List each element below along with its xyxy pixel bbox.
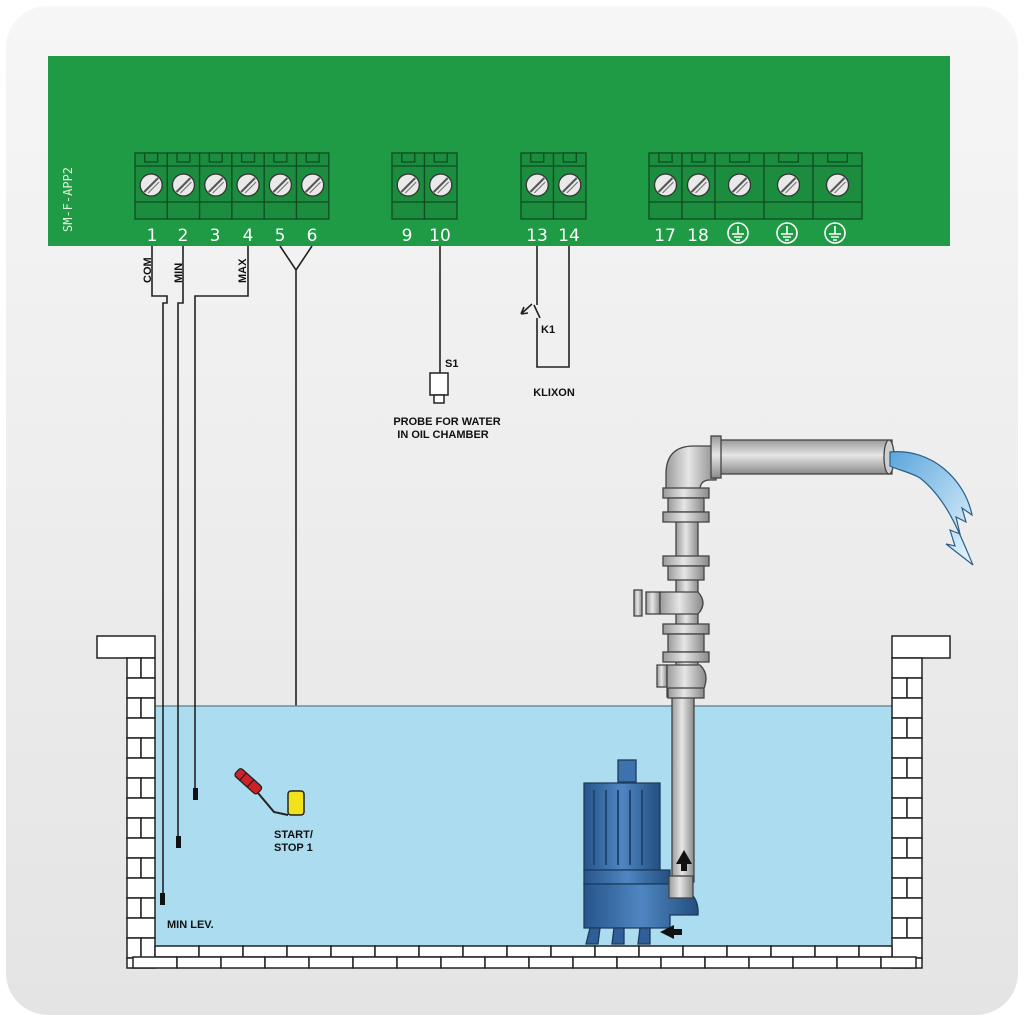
brick-walls: [96, 635, 951, 969]
screw-icon: [268, 173, 293, 197]
wire-label-max: MAX: [237, 258, 249, 283]
wire-max: [194, 246, 249, 650]
valve-handle: [633, 589, 643, 617]
terminal-block: [552, 152, 587, 220]
terminal-block: [520, 152, 555, 220]
float-body: [287, 790, 305, 816]
wire-label-com: COM: [142, 257, 154, 283]
pump-motor: [583, 782, 661, 871]
terminal-block: [263, 152, 298, 220]
screw-icon: [236, 173, 260, 197]
screw-icon: [300, 173, 325, 197]
terminal-block: [648, 152, 683, 220]
outlet-pipe: [715, 439, 893, 475]
terminal-number-13: 13: [526, 226, 548, 246]
terminal-number-9: 9: [402, 226, 413, 246]
terminal-number-10: 10: [429, 226, 451, 246]
probe-max: [193, 788, 198, 800]
terminal-number-4: 4: [243, 226, 254, 246]
terminal-block: [763, 152, 814, 220]
klixon-label: KLIXON: [533, 387, 575, 399]
flow-up-arrow-icon: [676, 850, 692, 871]
screw-icon: [558, 173, 582, 197]
terminal-block: [166, 152, 201, 220]
wiring: [151, 245, 570, 785]
terminal-number-5: 5: [275, 226, 286, 246]
wire-min: [177, 246, 184, 625]
terminal-block: [812, 152, 863, 220]
terminal-board: SM-F-APP2 1 2 3 4 5 6 9 10 13 14 17 18: [48, 56, 950, 246]
screw-icon: [139, 173, 163, 197]
terminal-number-3: 3: [210, 226, 221, 246]
ground-terminal-icons: [727, 222, 846, 244]
wire-label-min: MIN: [173, 263, 185, 283]
terminal-number-2: 2: [178, 226, 189, 246]
level-probes: [160, 612, 198, 905]
terminal-number-1: 1: [147, 226, 158, 246]
valve-body: [659, 591, 704, 615]
screw-icon: [686, 173, 711, 197]
terminal-block: [134, 152, 168, 220]
wire-klixon: [533, 246, 570, 368]
tank: [96, 635, 951, 969]
flow-in-arrow-icon: [660, 925, 682, 939]
min-level-label: MIN LEV.: [167, 919, 214, 931]
water-jet: [889, 451, 974, 566]
ground-icon: [824, 222, 846, 244]
float-switch: [234, 768, 305, 816]
klixon-arrow-icon: [520, 303, 533, 315]
valve-stem: [645, 591, 661, 615]
probe-com: [160, 893, 165, 905]
screw-icon: [525, 173, 549, 197]
ground-icon: [727, 222, 749, 244]
terminal-block: [231, 152, 265, 220]
wire-float: [279, 245, 313, 785]
screw-icon: [825, 173, 850, 197]
discharge-pipe: [633, 435, 895, 883]
screw-icon: [429, 173, 453, 197]
terminal-number-6: 6: [307, 226, 318, 246]
probe-label-line1: PROBE FOR WATER: [393, 416, 500, 428]
probe-min: [176, 836, 181, 848]
screw-icon: [776, 173, 801, 197]
terminal-block: [714, 152, 765, 220]
screw-icon: [171, 173, 196, 197]
board-id: SM-F-APP2: [61, 167, 75, 232]
probe-label-line2: IN OIL CHAMBER: [397, 429, 489, 441]
water-probe: [429, 372, 449, 404]
float-label-line2: STOP 1: [274, 842, 313, 854]
terminal-blocks: [134, 152, 863, 220]
terminal-block: [681, 152, 716, 220]
probe-tag: S1: [445, 358, 458, 370]
terminal-block: [423, 152, 458, 220]
terminal-block: [198, 152, 233, 220]
float-cable-plug: [234, 768, 263, 795]
water: [155, 706, 892, 946]
terminal-block: [391, 152, 426, 220]
float-label-line1: START/: [274, 829, 313, 841]
terminal-block: [295, 152, 330, 220]
screw-icon: [204, 173, 228, 197]
terminal-number-18: 18: [687, 226, 709, 246]
terminal-number-14: 14: [558, 226, 580, 246]
klixon-tag: K1: [541, 324, 555, 336]
terminal-number-17: 17: [654, 226, 676, 246]
ground-icon: [776, 222, 798, 244]
screw-icon: [396, 173, 420, 197]
screw-icon: [727, 173, 752, 197]
submersible-pump: [583, 759, 699, 945]
screw-icon: [653, 173, 678, 197]
wire-com: [151, 246, 168, 612]
